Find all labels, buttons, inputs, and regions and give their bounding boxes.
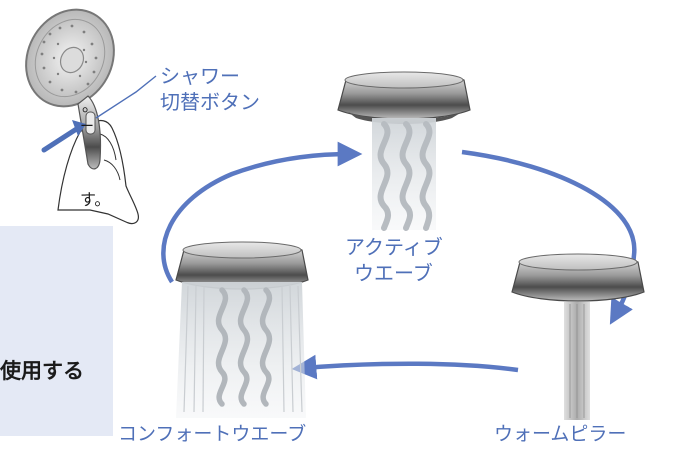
mode-label-active-line1: アクティブ (345, 235, 443, 259)
handheld-shower-illustration (25, 8, 157, 225)
warm-pillar-shower (511, 253, 645, 420)
switch-button-label-line2: 切替ボタン (160, 90, 260, 114)
arrow-warm-to-comfort (291, 354, 519, 380)
left-text-fragment-1: 。 (82, 96, 99, 115)
left-text-fragment-2: ー (80, 119, 94, 135)
arrow-comfort-to-active (161, 141, 363, 284)
left-text-fragment-4: 使用する (0, 359, 84, 383)
mode-label-comfort: コンフォートウエーブ (118, 423, 307, 445)
active-wave-shower (337, 71, 471, 231)
switch-button-label-line1: シャワー (160, 64, 240, 88)
left-text-fragment-3: す。 (80, 190, 111, 209)
info-panel (0, 226, 113, 436)
comfort-wave-shower (175, 241, 309, 418)
mode-label-warm: ウォームピラー (494, 423, 627, 445)
mode-label-active-line2: ウエーブ (354, 261, 433, 285)
switch-button-shape (85, 111, 96, 135)
